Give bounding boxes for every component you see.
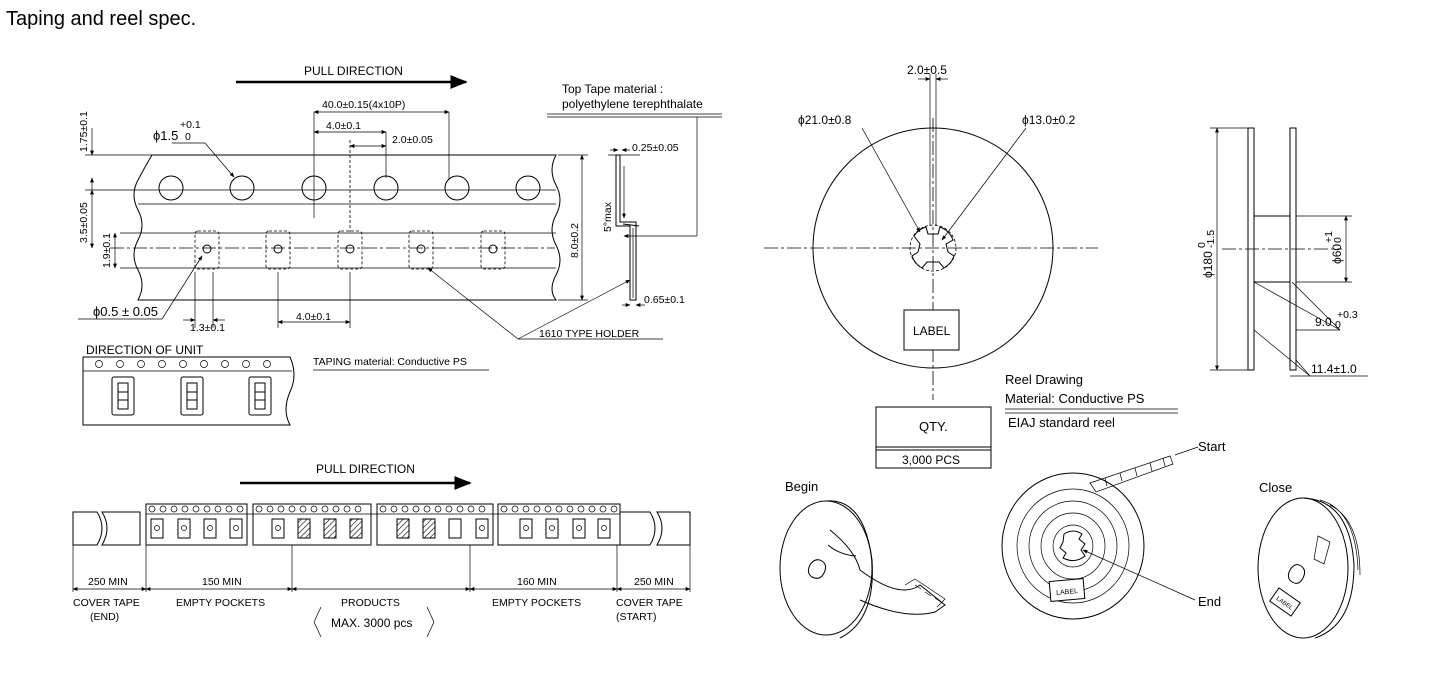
start-end-view: Start LABEL End [1001, 439, 1226, 620]
begin-view: Begin [779, 479, 946, 639]
reel-dim-9: 9.0 [1315, 315, 1332, 329]
dim-hole-pitch: 4.0±0.1 [326, 120, 361, 132]
start-view-label-text: LABEL [1056, 588, 1078, 597]
unit-pockets [111, 376, 272, 416]
taping-material-label: TAPING material: Conductive PS [313, 356, 467, 368]
reel-dim-180-tol-lower: -1.5 [1205, 230, 1217, 248]
reel-side-view: ϕ180 0 -1.5 ϕ60 +1 0 9.0 +0.3 0 11.4±1.0 [1196, 127, 1368, 377]
close-label: Close [1259, 480, 1292, 495]
close-view: Close LABEL [1257, 480, 1361, 639]
reel-dim-180: ϕ180 [1201, 251, 1215, 278]
direction-of-unit-label: DIRECTION OF UNIT [86, 343, 204, 357]
holder-label: 1610 TYPE HOLDER [539, 328, 640, 340]
sprocket-holes [158, 175, 541, 201]
segment-name-3: PRODUCTS [341, 597, 400, 609]
segment-name-4: EMPTY POCKETS [492, 597, 581, 609]
dim-0-25: 0.25±0.05 [632, 142, 679, 154]
reel-dim-60-tol-lower: 0 [1332, 237, 1344, 243]
segment-length-2: 150 MIN [202, 576, 242, 588]
eiaj-label: EIAJ standard reel [1008, 415, 1115, 430]
qty-header: QTY. [919, 419, 948, 434]
tape-body [133, 154, 561, 301]
segment-sub-3: MAX. 3000 pcs [331, 616, 412, 630]
dim-2-0: 2.0±0.05 [392, 134, 433, 146]
begin-label: Begin [785, 479, 818, 494]
segment-sub-1: (END) [90, 611, 119, 623]
close-view-label-box [1269, 587, 1301, 617]
reel-dim-11-4: 11.4±1.0 [1311, 362, 1357, 376]
dim-1-9: 1.9±0.1 [101, 233, 113, 268]
dim-3-5: 3.5±0.05 [78, 202, 90, 243]
reel-dim-180-tol-upper: 0 [1196, 242, 1208, 248]
segment-length-1: 250 MIN [88, 576, 128, 588]
segment-name-2: EMPTY POCKETS [176, 597, 265, 609]
qty-box [875, 406, 992, 469]
dim-5max: 5°max [602, 201, 614, 232]
top-tape-material-line2: polyethylene terephthalate [562, 97, 703, 111]
page-title: Taping and reel spec. [6, 8, 197, 30]
carrier-tape-drawing: PULL DIRECTION [78, 64, 722, 340]
dim-pitch-total: 40.0±0.15(4x10P) [322, 99, 405, 111]
leader-trailer-drawing: PULL DIRECTION [72, 462, 691, 638]
start-view-label-box [1048, 578, 1086, 602]
dim-0-65: 0.65±0.1 [644, 294, 685, 306]
dim-1-3: 1.3±0.1 [190, 322, 225, 334]
reel-dim-21: ϕ21.0±0.8 [798, 113, 852, 127]
dim-1-75: 1.75±0.1 [78, 111, 90, 152]
direction-of-unit-drawing: DIRECTION OF UNIT TAPING material: Condu… [82, 343, 489, 426]
dim-hole-tol-upper: +0.1 [180, 119, 201, 131]
tape-side-section [608, 154, 640, 301]
dim-pocket-pitch: 4.0±0.1 [296, 311, 331, 323]
leader-pull-direction-label: PULL DIRECTION [316, 462, 415, 476]
dim-hole-diameter: ϕ1.5 [153, 128, 178, 143]
segment-name-1: COVER TAPE [73, 597, 140, 609]
leader-sprocket-holes [148, 505, 618, 513]
reel-label-box [903, 309, 960, 351]
start-label: Start [1198, 439, 1226, 454]
reel-dim-2-0: 2.0±0.5 [907, 63, 947, 77]
dim-8-0: 8.0±0.2 [569, 223, 581, 258]
segment-length-4: 160 MIN [517, 576, 557, 588]
pockets [194, 230, 506, 270]
reel-material-label: Material: Conductive PS [1005, 391, 1145, 406]
reel-front-view: 2.0±0.5 ϕ21.0±0.8 ϕ13.0±0.2 LABEL [764, 63, 1098, 400]
segment-length-5: 250 MIN [634, 576, 674, 588]
qty-value: 3,000 PCS [902, 453, 960, 467]
end-label: End [1198, 594, 1221, 609]
reel-label-text: LABEL [913, 324, 951, 338]
dim-0-5: ϕ0.5 ± 0.05 [93, 304, 158, 319]
pull-direction-label: PULL DIRECTION [304, 64, 403, 78]
segment-sub-5: (START) [616, 611, 656, 623]
reel-dim-13: ϕ13.0±0.2 [1022, 113, 1076, 127]
reel-dim-60: ϕ60 [1330, 244, 1344, 264]
dim-hole-tol-lower: 0 [185, 131, 191, 143]
reel-dim-9-tol-upper: +0.3 [1337, 309, 1358, 321]
segment-name-5: COVER TAPE [616, 597, 683, 609]
reel-dim-9-tol-lower: 0 [1335, 319, 1341, 331]
top-tape-material-line1: Top Tape material : [562, 82, 663, 96]
reel-drawing-label: Reel Drawing [1005, 372, 1083, 387]
unit-sprocket-holes [95, 360, 271, 368]
reel-notes: Reel Drawing Material: Conductive PS EIA… [875, 372, 1178, 469]
leader-pockets [150, 518, 611, 539]
reel-dim-60-tol-upper: +1 [1323, 231, 1335, 243]
